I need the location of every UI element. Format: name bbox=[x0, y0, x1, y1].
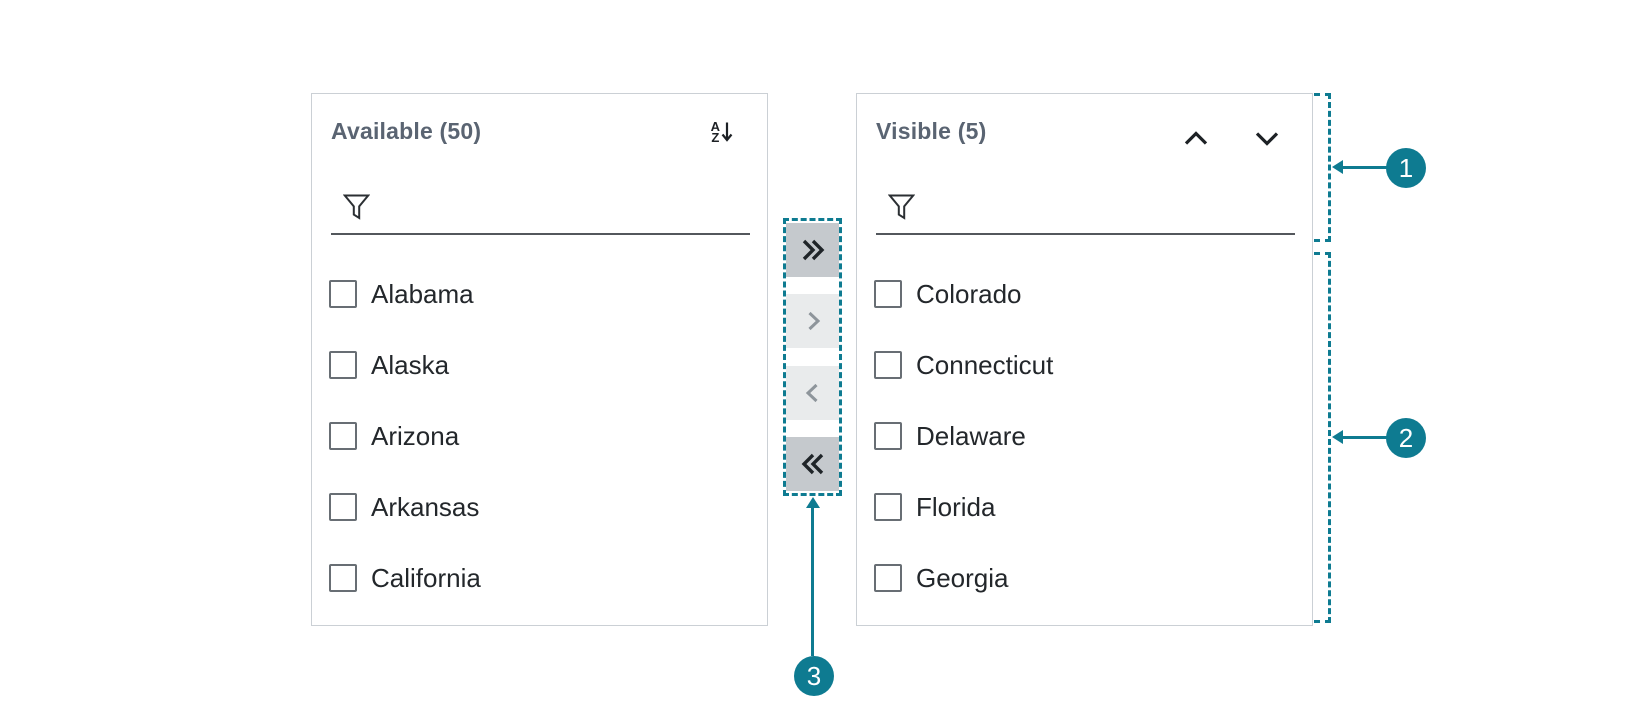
list-item[interactable]: Arkansas bbox=[329, 491, 750, 522]
annotation-bracket-list-region bbox=[1314, 252, 1331, 623]
available-filter-input[interactable] bbox=[380, 192, 734, 228]
visible-items-list: Colorado Connecticut Delaware Florida Ge… bbox=[874, 278, 1295, 635]
callout-3-arrow-line bbox=[811, 508, 814, 656]
list-item[interactable]: Colorado bbox=[874, 278, 1295, 309]
move-selected-left-button[interactable] bbox=[786, 365, 839, 420]
checkbox[interactable] bbox=[874, 422, 902, 450]
checkbox[interactable] bbox=[874, 351, 902, 379]
list-item-label: Alaska bbox=[371, 349, 450, 380]
list-item-label: Georgia bbox=[916, 562, 1009, 593]
list-item-label: Florida bbox=[916, 491, 996, 522]
callout-2-arrow-line bbox=[1343, 436, 1387, 439]
annotation-bracket-header-region bbox=[1314, 93, 1331, 242]
list-item-label: Delaware bbox=[916, 420, 1026, 451]
callout-1-arrow-line bbox=[1343, 166, 1387, 169]
callout-badge-2: 2 bbox=[1386, 418, 1426, 458]
callout-1-arrowhead bbox=[1332, 160, 1343, 174]
sort-down-arrow-icon bbox=[721, 121, 733, 143]
move-selected-right-button[interactable] bbox=[786, 294, 839, 349]
checkbox[interactable] bbox=[329, 493, 357, 521]
chevron-right-icon bbox=[800, 307, 826, 335]
checkbox[interactable] bbox=[874, 493, 902, 521]
list-item-label: California bbox=[371, 562, 481, 593]
move-item-down-button[interactable] bbox=[1255, 130, 1279, 147]
checkbox[interactable] bbox=[329, 280, 357, 308]
checkbox[interactable] bbox=[329, 351, 357, 379]
callout-2-arrowhead bbox=[1332, 430, 1343, 444]
visible-filter-input[interactable] bbox=[925, 192, 1279, 228]
callout-3-arrowhead bbox=[806, 497, 820, 508]
checkbox[interactable] bbox=[874, 564, 902, 592]
sort-az-letters: A Z bbox=[710, 119, 720, 145]
filter-underline bbox=[331, 233, 750, 235]
sort-az-button[interactable]: A Z bbox=[710, 119, 733, 145]
funnel-icon bbox=[888, 194, 915, 220]
list-item-label: Alabama bbox=[371, 278, 474, 309]
list-item-label: Arkansas bbox=[371, 491, 480, 522]
list-item[interactable]: Alaska bbox=[329, 349, 750, 380]
callout-badge-1: 1 bbox=[1386, 148, 1426, 188]
transfer-buttons-group bbox=[783, 218, 842, 496]
list-item-label: Connecticut bbox=[916, 349, 1054, 380]
move-item-up-button[interactable] bbox=[1184, 130, 1208, 147]
list-item[interactable]: Florida bbox=[874, 491, 1295, 522]
list-item[interactable]: Georgia bbox=[874, 562, 1295, 593]
checkbox[interactable] bbox=[874, 280, 902, 308]
list-item[interactable]: California bbox=[329, 562, 750, 593]
move-all-right-button[interactable] bbox=[786, 223, 839, 277]
double-chevron-right-icon bbox=[800, 236, 826, 264]
list-item[interactable]: Delaware bbox=[874, 420, 1295, 451]
list-item-label: Arizona bbox=[371, 420, 460, 451]
available-panel-title: Available (50) bbox=[331, 118, 482, 144]
list-item[interactable]: Connecticut bbox=[874, 349, 1295, 380]
visible-panel-title: Visible (5) bbox=[876, 118, 987, 144]
chevron-down-icon bbox=[1255, 130, 1279, 147]
filter-underline bbox=[876, 233, 1295, 235]
checkbox[interactable] bbox=[329, 422, 357, 450]
callout-badge-3: 3 bbox=[794, 656, 834, 696]
chevron-up-icon bbox=[1184, 130, 1208, 147]
available-items-list: Alabama Alaska Arizona Arkansas Californ… bbox=[329, 278, 750, 635]
list-item[interactable]: Arizona bbox=[329, 420, 750, 451]
funnel-icon bbox=[343, 194, 370, 220]
available-list-panel: Available (50) A Z Alabama bbox=[311, 93, 768, 626]
list-item-label: Colorado bbox=[916, 278, 1022, 309]
checkbox[interactable] bbox=[329, 564, 357, 592]
list-item[interactable]: Alabama bbox=[329, 278, 750, 309]
chevron-left-icon bbox=[800, 379, 826, 407]
visible-list-panel: Visible (5) Colorad bbox=[856, 93, 1313, 626]
double-chevron-left-icon bbox=[800, 450, 826, 478]
move-all-left-button[interactable] bbox=[786, 436, 839, 491]
